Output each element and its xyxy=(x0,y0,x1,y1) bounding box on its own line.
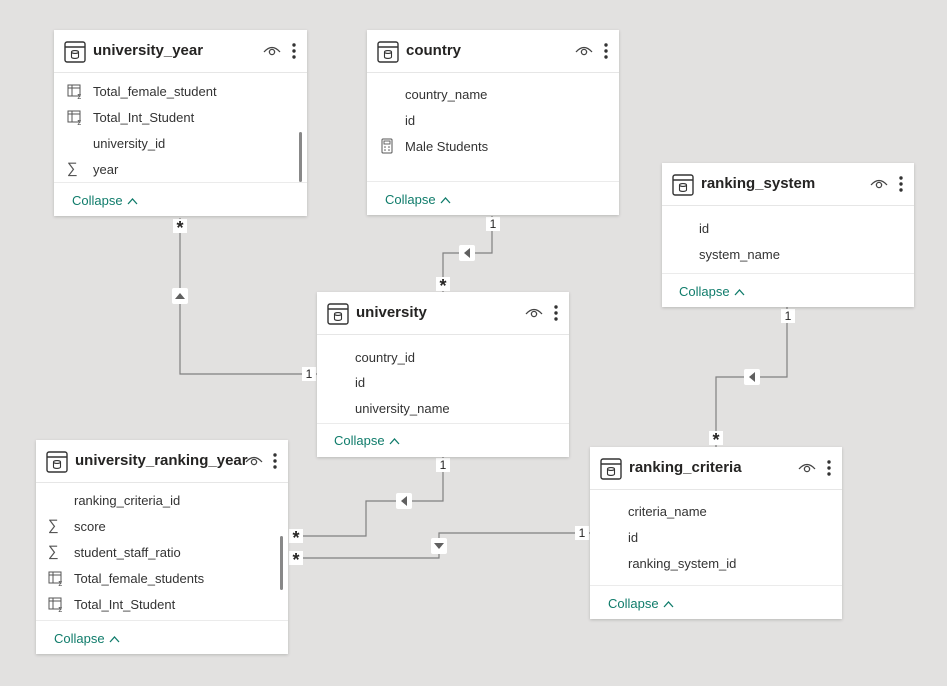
table-header[interactable]: university xyxy=(317,292,569,335)
chevron-up-icon xyxy=(389,433,400,448)
divider xyxy=(367,181,619,182)
scrollbar[interactable] xyxy=(299,132,302,182)
cardinality-one-marker: 1 xyxy=(781,309,795,323)
table-title: ranking_criteria xyxy=(629,459,742,476)
table-header[interactable]: university_year xyxy=(54,30,307,73)
calculated-column-icon: Σ xyxy=(67,110,81,125)
table-icon xyxy=(64,41,86,63)
table-header[interactable]: country xyxy=(367,30,619,73)
cardinality-many-marker: * xyxy=(289,529,303,547)
divider xyxy=(54,182,307,183)
table-title: university_ranking_year xyxy=(75,452,248,469)
collapse-link[interactable]: Collapse xyxy=(334,433,400,448)
cardinality-one-marker: 1 xyxy=(436,458,450,472)
table-icon xyxy=(600,458,622,480)
svg-text:Σ: Σ xyxy=(77,93,81,99)
filter-direction-down-icon[interactable] xyxy=(431,538,447,554)
calculated-column-icon: Σ xyxy=(48,597,62,612)
divider xyxy=(662,273,914,274)
table-icon xyxy=(46,451,68,473)
table-title: university_year xyxy=(93,42,204,59)
chevron-up-icon xyxy=(109,631,120,646)
cardinality-one-marker: 1 xyxy=(486,217,500,231)
divider xyxy=(590,585,842,586)
table-header[interactable]: university_ranking_year xyxy=(36,440,288,483)
measure-calculator-icon xyxy=(381,138,393,154)
table-card-university-ranking-year[interactable]: university_ranking_year ranking_criteria… xyxy=(36,440,288,654)
more-options-icon[interactable] xyxy=(898,175,904,193)
collapse-link[interactable]: Collapse xyxy=(679,284,745,299)
table-header[interactable]: ranking_criteria xyxy=(590,447,842,490)
more-options-icon[interactable] xyxy=(291,42,297,60)
filter-direction-left-icon[interactable] xyxy=(744,369,760,385)
chevron-up-icon xyxy=(734,284,745,299)
table-title: country xyxy=(406,42,462,59)
calculated-column-icon: Σ xyxy=(67,84,81,99)
table-card-country[interactable]: country country_name id Male Students xyxy=(367,30,619,215)
cardinality-one-marker: 1 xyxy=(302,367,316,381)
sum-icon: ∑ xyxy=(48,517,59,534)
table-card-university-year[interactable]: university_year Σ Total_female_student Σ xyxy=(54,30,307,216)
table-card-ranking-criteria[interactable]: ranking_criteria criteria_name id rankin… xyxy=(590,447,842,619)
filter-direction-left-icon[interactable] xyxy=(459,245,475,261)
cardinality-many-marker: * xyxy=(709,431,723,449)
table-header[interactable]: ranking_system xyxy=(662,163,914,206)
divider xyxy=(317,423,569,424)
svg-text:Σ: Σ xyxy=(77,119,81,125)
eye-icon[interactable] xyxy=(575,44,593,58)
chevron-up-icon xyxy=(440,192,451,207)
svg-text:Σ: Σ xyxy=(58,580,62,586)
more-options-icon[interactable] xyxy=(826,459,832,477)
table-card-university[interactable]: university country_id id university_name… xyxy=(317,292,569,457)
calculated-column-icon: Σ xyxy=(48,571,62,586)
more-options-icon[interactable] xyxy=(553,304,559,322)
more-options-icon[interactable] xyxy=(272,452,278,470)
collapse-link[interactable]: Collapse xyxy=(72,193,138,208)
filter-direction-up-icon[interactable] xyxy=(172,288,188,304)
eye-icon[interactable] xyxy=(870,177,888,191)
more-options-icon[interactable] xyxy=(603,42,609,60)
cardinality-many-marker: * xyxy=(289,551,303,569)
table-icon xyxy=(672,174,694,196)
cardinality-many-marker: * xyxy=(436,277,450,295)
divider xyxy=(36,620,288,621)
cardinality-one-marker: 1 xyxy=(575,526,589,540)
cardinality-many-marker: * xyxy=(173,219,187,237)
chevron-up-icon xyxy=(663,596,674,611)
table-icon xyxy=(377,41,399,63)
svg-text:Σ: Σ xyxy=(58,606,62,612)
sum-icon: ∑ xyxy=(48,543,59,560)
collapse-link[interactable]: Collapse xyxy=(54,631,120,646)
collapse-link[interactable]: Collapse xyxy=(608,596,674,611)
collapse-link[interactable]: Collapse xyxy=(385,192,451,207)
eye-icon[interactable] xyxy=(245,454,263,468)
eye-icon[interactable] xyxy=(263,44,281,58)
scrollbar[interactable] xyxy=(280,536,283,590)
table-title: university xyxy=(356,304,427,321)
table-icon xyxy=(327,303,349,325)
eye-icon[interactable] xyxy=(525,306,543,320)
filter-direction-left-icon[interactable] xyxy=(396,493,412,509)
table-card-ranking-system[interactable]: ranking_system id system_name Collapse xyxy=(662,163,914,307)
table-title: ranking_system xyxy=(701,175,816,192)
relationship-line-university-year-university xyxy=(179,218,317,375)
eye-icon[interactable] xyxy=(798,461,816,475)
relationship-line-university-ranking-year xyxy=(289,457,444,537)
chevron-up-icon xyxy=(127,193,138,208)
sum-icon: ∑ xyxy=(67,160,78,177)
